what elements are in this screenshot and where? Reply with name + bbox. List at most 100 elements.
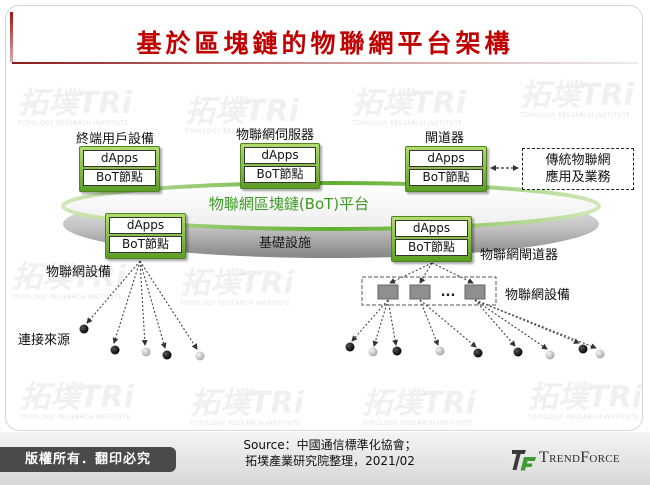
watermark-brand: 拓墣TRi (520, 78, 634, 113)
platform-label: 物聯網區塊鏈(BoT)平台 (209, 195, 369, 213)
watermark-brand: 拓墣TRi (20, 380, 134, 415)
device-connections-right (351, 299, 597, 350)
dapps-cell: dApps (244, 147, 316, 164)
infrastructure-label: 基礎設施 (259, 235, 311, 251)
watermark-sub: TOPOLOGY RESEARCH INSTITUTE (20, 414, 131, 421)
endpoint-dot (595, 349, 605, 359)
iot-gateway-label: 物聯網閘道器 (480, 248, 559, 263)
watermark-brand: 拓墣TRi (528, 380, 642, 415)
watermark-brand: 拓墣TRi (190, 386, 304, 421)
device-square (377, 284, 399, 300)
connection-arrow (419, 299, 439, 346)
dapps-cell: dApps (83, 150, 156, 167)
connection-arrow (431, 262, 474, 284)
legacy-iot-apps-box: 傳統物聯網 應用及業務 (522, 148, 634, 190)
node-box-gateway: dApps BoT節點 (405, 146, 487, 192)
watermark-sub: TOPOLOGY RESEARCH INSTITUTE (12, 294, 123, 301)
slide-title: 基於區塊鏈的物聯網平台架構 (136, 29, 514, 58)
connection-arrow (372, 299, 389, 347)
connection-arrow (419, 299, 477, 348)
iot-devices-group-label: 物聯網設備 (505, 288, 571, 303)
endpoint-dot (162, 350, 172, 360)
endpoint-dot (392, 346, 402, 356)
dapps-cell: dApps (109, 217, 182, 234)
endpoint-dot (473, 348, 483, 358)
endpoint-dots-left (79, 324, 205, 361)
legacy-line-1: 傳統物聯網 (545, 153, 611, 168)
endpoint-dot (79, 324, 89, 334)
watermark-brand: 拓墣TRi (18, 86, 132, 121)
endpoint-dot (141, 347, 151, 357)
end-user-device-label: 終端用戶設備 (76, 132, 155, 147)
node-box-end-user-device: dApps BoT節點 (79, 146, 160, 192)
watermark-sub: TOPOLOGY RESEARCH INSTITUTE (528, 414, 639, 421)
endpoint-dot (110, 345, 120, 355)
endpoint-dot (195, 351, 205, 361)
watermark-sub: TOPOLOGY RESEARCH INSTITUTE (520, 112, 631, 119)
legacy-line-2: 應用及業務 (545, 170, 611, 185)
watermark-brand: 拓墣TRi (352, 86, 466, 121)
device-square (409, 284, 431, 300)
endpoint-dot (545, 350, 555, 360)
watermark-sub: TOPOLOGY RESEARCH INSTITUTE (185, 128, 296, 135)
watermark-sub: TOPOLOGY RESEARCH INSTITUTE (18, 120, 129, 127)
title-underline (12, 62, 638, 64)
endpoint-dot (435, 346, 445, 356)
connection-arrow (112, 260, 141, 344)
bot-node-cell: BoT節點 (409, 169, 483, 186)
connection-arrow (351, 299, 389, 342)
node-box-iot-gateway: dApps BoT節點 (391, 216, 472, 262)
connection-arrow (387, 299, 399, 346)
endpoint-dot (368, 347, 378, 357)
connection-arrow (474, 299, 580, 344)
corner-accent (10, 12, 13, 62)
endpoint-dot (345, 342, 355, 352)
connection-arrow (139, 260, 198, 350)
copyright-notice: 版權所有．翻印必究 (0, 447, 176, 472)
trendforce-logo-icon (512, 450, 536, 471)
connection-arrow (474, 299, 597, 349)
watermark-sub: TOPOLOGY RESEARCH INSTITUTE (352, 120, 463, 127)
connection-arrow (86, 260, 141, 324)
connection-arrow (474, 299, 548, 350)
bot-node-cell: BoT節點 (83, 169, 156, 186)
watermark-sub: TOPOLOGY RESEARCH INSTITUTE (190, 420, 301, 427)
watermark-sub: TOPOLOGY RESEARCH INSTITUTE (180, 300, 291, 307)
device-square (464, 284, 486, 300)
iot-server-label: 物聯網伺服器 (236, 128, 315, 143)
bot-node-cell: BoT節點 (395, 239, 468, 256)
watermark-brand: 拓墣TRi (180, 266, 294, 301)
dapps-cell: dApps (409, 150, 483, 167)
node-box-iot-server: dApps BoT節點 (240, 143, 320, 189)
device-connections-left (86, 260, 198, 350)
node-box-iot-device: dApps BoT節點 (105, 213, 186, 259)
endpoint-dots-right (345, 342, 605, 360)
connection-arrow (139, 260, 148, 346)
source-line-1: Source：中國通信標準化協會； (243, 438, 417, 452)
trendforce-wordmark: TrendForce (539, 449, 620, 466)
slide-frame (5, 5, 643, 431)
connection-arrow (139, 260, 167, 349)
connection-source-label: 連接來源 (18, 333, 71, 348)
watermark-brand: 拓墣TRi (12, 260, 126, 295)
gateway-label: 閘道器 (425, 131, 465, 146)
endpoint-dot (513, 347, 523, 357)
watermark-brand: 拓墣TRi (362, 386, 476, 421)
iot-device-label: 物聯網設備 (46, 265, 112, 280)
bot-node-cell: BoT節點 (109, 236, 182, 253)
connection-arrow (419, 262, 433, 284)
dapps-cell: dApps (395, 220, 468, 237)
device-group-frame (361, 276, 497, 306)
gateway-connections (389, 262, 474, 284)
